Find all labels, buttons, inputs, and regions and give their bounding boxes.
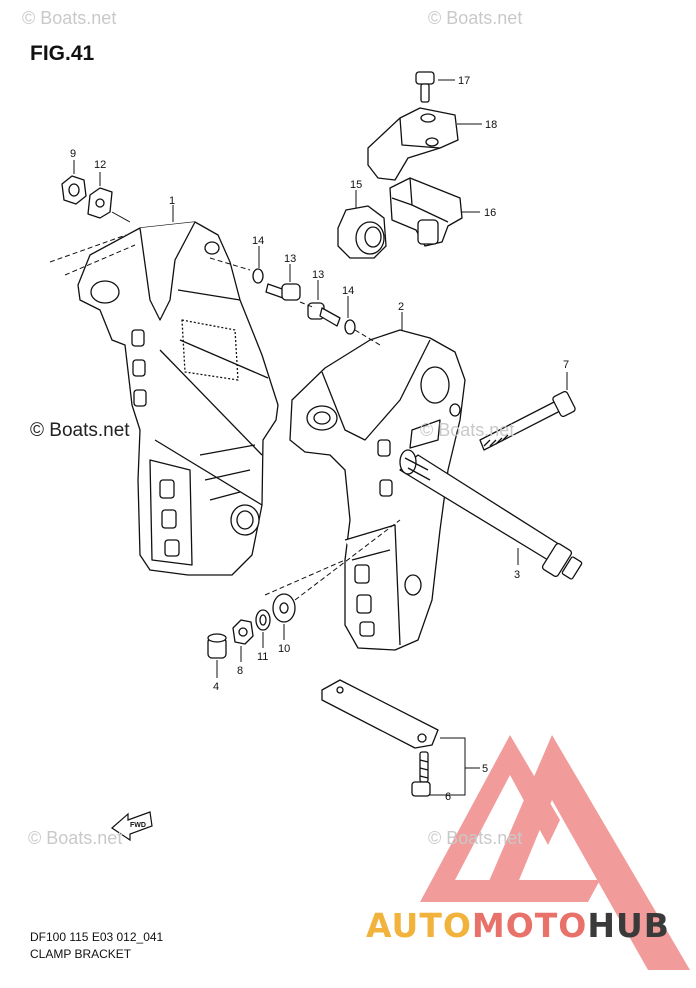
callout-6: 6 [445, 791, 451, 803]
callout-7: 7 [563, 359, 569, 371]
callout-15: 15 [350, 179, 362, 191]
part-5-plate [321, 679, 439, 749]
part-14-washer-upper [252, 268, 264, 284]
fwd-label: FWD [130, 822, 146, 829]
part-2-clamp-bracket-right [289, 329, 466, 651]
callout-16: 16 [484, 207, 496, 219]
part-12-washer [87, 187, 113, 219]
brand-part-hub: HUB [587, 906, 670, 945]
part-10-washer [272, 593, 296, 623]
part-16-holder [389, 177, 463, 247]
brand-wordmark: AUTOMOTOHUB [366, 906, 670, 945]
callout-9: 9 [70, 148, 76, 160]
callout-14-upper: 14 [252, 235, 264, 247]
brand-part-moto: MOTO [471, 906, 588, 945]
watermark-top-right: © Boats.net [428, 8, 523, 28]
callout-labels: 1 2 3 4 5 6 7 8 9 10 11 12 13 13 14 14 1… [70, 75, 569, 803]
part-4-collar [207, 633, 227, 659]
figure-name: CLAMP BRACKET [30, 947, 132, 961]
leader-lines [49, 79, 568, 796]
watermark-bottom-right: © Boats.net [428, 828, 523, 848]
figure-code: DF100 115 E03 012_041 [30, 930, 164, 944]
callout-2: 2 [398, 301, 404, 313]
part-14-washer-lower [344, 319, 356, 335]
watermark-bottom-left: © Boats.net [28, 828, 123, 848]
figure-title: FIG.41 [30, 42, 95, 65]
callout-1: 1 [169, 195, 175, 207]
fwd-arrow-icon: FWD [111, 811, 153, 842]
callout-11: 11 [257, 651, 268, 663]
part-1-clamp-bracket-left [77, 221, 279, 576]
part-13-bolt-upper [265, 283, 301, 301]
watermark-mid-right: © Boats.net [420, 420, 515, 440]
callout-12: 12 [94, 159, 106, 171]
part-13-bolt-lower [307, 302, 341, 327]
callout-18: 18 [485, 119, 497, 131]
part-6-bolt [411, 751, 431, 797]
part-17-bolt [415, 71, 435, 103]
part-9-nut [61, 175, 87, 205]
callout-17: 17 [458, 75, 470, 87]
callout-8: 8 [237, 665, 243, 677]
part-18-cover [367, 107, 459, 181]
brand-logo-icon [420, 735, 690, 970]
callout-10: 10 [278, 643, 290, 655]
callout-14-lower: 14 [342, 285, 354, 297]
part-8-nut [232, 619, 254, 645]
part-7-bolt [479, 390, 576, 451]
callout-4: 4 [213, 681, 219, 693]
brand-part-auto: AUTO [366, 906, 472, 945]
callout-5: 5 [482, 763, 488, 775]
part-15-knob [337, 205, 387, 259]
part-3-tilt-tube [399, 449, 583, 580]
watermark-mid-left: © Boats.net [30, 420, 130, 441]
callout-3: 3 [514, 569, 520, 581]
callout-13-lower: 13 [312, 269, 324, 281]
part-11-washer [255, 609, 271, 631]
watermark-top-left: © Boats.net [22, 8, 117, 28]
callout-13-upper: 13 [284, 253, 296, 265]
